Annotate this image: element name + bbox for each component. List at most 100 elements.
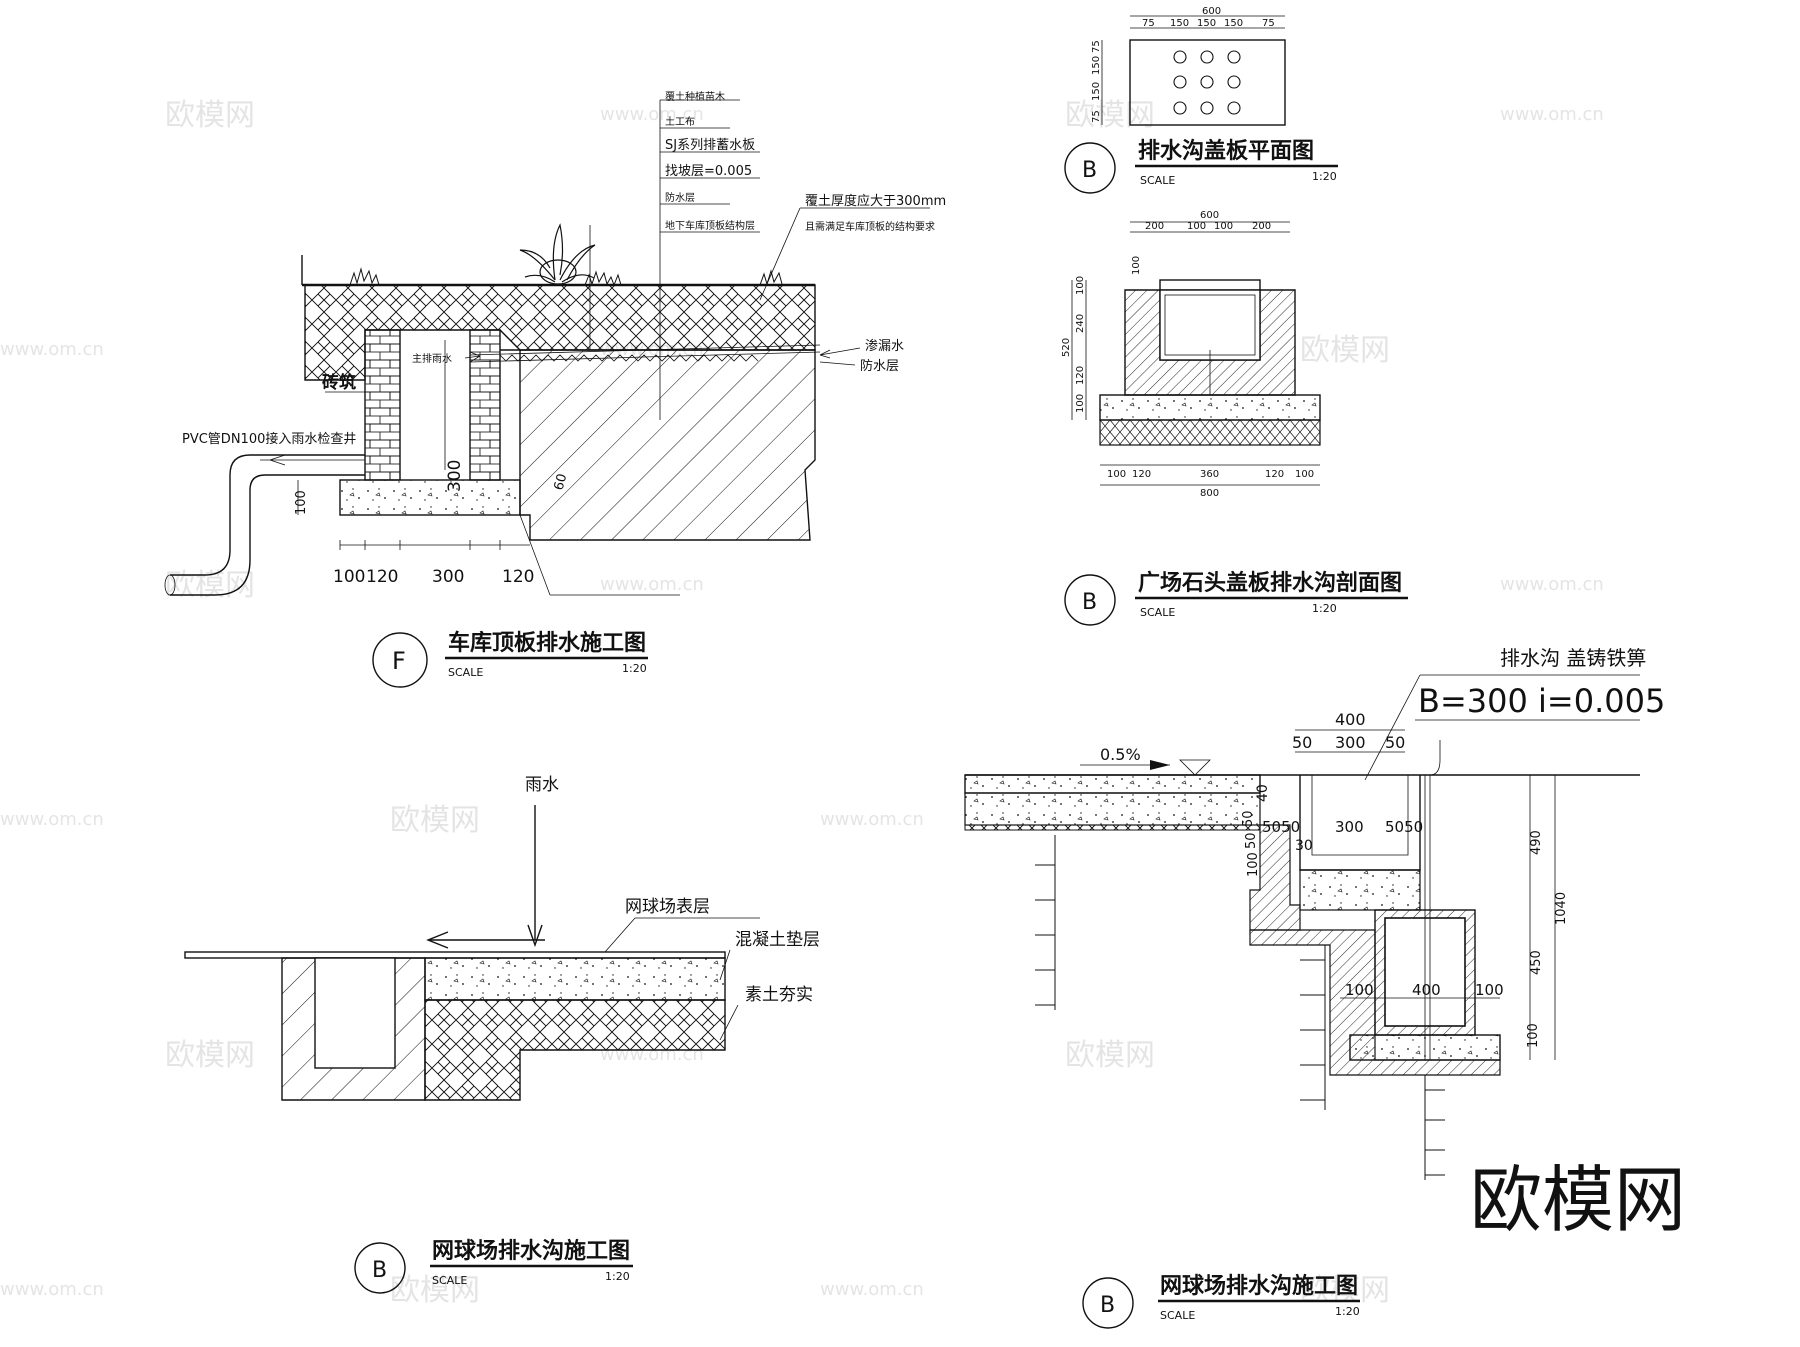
title-bubble	[354, 1242, 406, 1294]
drawing-title: 车库顶板排水施工图	[448, 630, 646, 656]
plan-dim-sub: 75	[1142, 18, 1155, 29]
callout-text: 覆土种植苗木	[665, 90, 725, 103]
watermark-url: www.om.cn	[820, 1279, 924, 1300]
title-bubble	[1064, 574, 1116, 626]
dim-450: 450	[1529, 950, 1544, 975]
callout-text: 土工布	[665, 115, 695, 128]
section-base	[1099, 394, 1321, 421]
dim-lower: 100	[1475, 981, 1504, 999]
dim-100-right: 100	[1526, 1023, 1541, 1048]
watermark-url: www.om.cn	[0, 809, 104, 830]
soil-ticks	[1035, 835, 1445, 1180]
dim-1040: 1040	[1554, 892, 1569, 925]
waterproof-label: 防水层	[860, 358, 899, 374]
scale-value: 1:20	[1335, 1305, 1360, 1318]
callout-text: 地下车库顶板结构层	[665, 219, 755, 232]
section-dim-sub: 200	[1145, 221, 1164, 232]
scale-value: 1:20	[605, 1270, 630, 1283]
scale-value: 1:20	[622, 662, 647, 675]
slab-thickness-dim: 100	[294, 490, 309, 515]
drawing-plaza-drain-section: 600 200 100 100 200 520 100 100 240 120 …	[1061, 210, 1408, 626]
plan-dim-sub: 75	[1262, 18, 1275, 29]
chamber-height-dim: 300	[445, 460, 465, 492]
drain-spec: B=300 i=0.005	[1418, 682, 1665, 720]
watermark-url: www.om.cn	[1500, 104, 1604, 125]
grass-icon	[349, 267, 783, 287]
dim-mid: 5050	[1385, 818, 1423, 836]
watermark-logo: 欧模网	[165, 98, 255, 133]
scale-label: SCALE	[1160, 1309, 1195, 1322]
section-dim-top: 600	[1200, 210, 1219, 221]
dim-400-top: 400	[1335, 710, 1366, 729]
section-dim-total-left: 520	[1061, 338, 1072, 357]
pvc-pipe	[170, 454, 365, 576]
drawing-garage-roof-drainage: 覆土种植苗木 土工布 SJ系列排蓄水板 找坡层=0.005 防水层 地下车库顶板…	[164, 90, 946, 688]
structure-requirement-note: 且需满足车库顶板的结构要求	[805, 220, 935, 233]
drawing-title: 排水沟盖板平面图	[1138, 138, 1314, 164]
channel-opening	[314, 957, 396, 1069]
brand-logo-large: 欧模网	[1470, 1158, 1686, 1242]
cover-label: 排水沟 盖铸铁箅	[1500, 646, 1646, 670]
compacted-soil-label: 素土夯实	[745, 985, 813, 1005]
plan-dim-sub: 150	[1224, 18, 1243, 29]
drawing-title: 广场石头盖板排水沟剖面图	[1138, 570, 1402, 596]
brick-wall-right	[469, 329, 501, 481]
callout-text: SJ系列排蓄水板	[665, 138, 755, 153]
drain-board-layer	[469, 344, 821, 363]
brick-label: 砖筑	[322, 372, 356, 393]
dim-490: 490	[1529, 830, 1544, 855]
base-slab	[339, 479, 521, 516]
concrete-cushion-label: 混凝土垫层	[735, 930, 820, 950]
plan-dim-left: 75	[1091, 110, 1102, 123]
drawing-tennis-drain-detail: 排水沟 盖铸铁箅 B=300 i=0.005 0.5% 490 10	[964, 646, 1665, 1329]
watermark-logo: 欧模网	[165, 1038, 255, 1073]
rain-label: 雨水	[525, 775, 559, 795]
dim-bottom: 100	[333, 567, 365, 587]
watermark-url: www.om.cn	[0, 1279, 104, 1300]
layer-callouts: 覆土种植苗木 土工布 SJ系列排蓄水板 找坡层=0.005 防水层 地下车库顶板…	[660, 90, 760, 233]
title-bubble-letter: B	[1082, 590, 1097, 615]
court-surface	[184, 951, 726, 959]
drain-channel-upper	[1311, 775, 1409, 856]
dim-top: 300	[1335, 733, 1366, 752]
pvc-pipe-label: PVC管DN100接入雨水检查井	[182, 431, 356, 447]
watermark-logo: 欧模网	[1065, 1038, 1155, 1073]
drawing-title: 网球场排水沟施工图	[432, 1238, 630, 1264]
slab-dim-60: 60	[552, 472, 571, 492]
scale-label: SCALE	[448, 666, 483, 679]
drawing-title: 网球场排水沟施工图	[1160, 1273, 1358, 1299]
section-dim-total-bottom: 800	[1200, 488, 1219, 499]
drawing-tennis-drain-simple: 雨水 网球场表层 混凝土垫层 素土夯实 B 网球场排水沟施工图 SCALE 1:…	[184, 775, 820, 1294]
dim-bottom: 120	[366, 567, 398, 587]
section-dim-bottom: 360	[1200, 469, 1219, 480]
court-slab	[964, 774, 1261, 794]
scale-label: SCALE	[1140, 174, 1175, 187]
drain-channel	[1159, 289, 1261, 361]
dim-bottom: 300	[432, 567, 464, 587]
callout-text: 找坡层=0.005	[665, 164, 752, 179]
section-dim-bottom: 100	[1295, 469, 1314, 480]
watermark-logo: 欧模网	[390, 803, 480, 838]
cover-holes	[1173, 50, 1241, 115]
cover-thickness-note: 覆土厚度应大于300mm	[805, 193, 946, 209]
dim-bottom: 120	[502, 567, 534, 587]
section-dim-bottom: 120	[1132, 469, 1151, 480]
watermark-logo: 欧模网	[165, 568, 255, 603]
dim-lower: 400	[1412, 981, 1441, 999]
title-bubble-letter: F	[392, 647, 406, 675]
watermark-url: www.om.cn	[600, 104, 704, 125]
garage-structure-slab	[519, 349, 816, 541]
surface-layer-label: 网球场表层	[625, 897, 710, 917]
dim-mid: 300	[1335, 818, 1364, 836]
plan-dim-left: 75	[1091, 40, 1102, 53]
section-dim-bottom: 100	[1107, 469, 1126, 480]
section-dim-sub: 200	[1252, 221, 1271, 232]
scale-value: 1:20	[1312, 170, 1337, 183]
dim-top: 50	[1292, 733, 1312, 752]
title-bubble-letter: B	[372, 1258, 387, 1283]
dim-top: 50	[1385, 733, 1405, 752]
watermark-logo: 欧模网	[1065, 98, 1155, 133]
title-bubble	[372, 632, 428, 688]
dim-mid: 5050	[1262, 818, 1300, 836]
cover-plate-outline	[1129, 39, 1286, 126]
